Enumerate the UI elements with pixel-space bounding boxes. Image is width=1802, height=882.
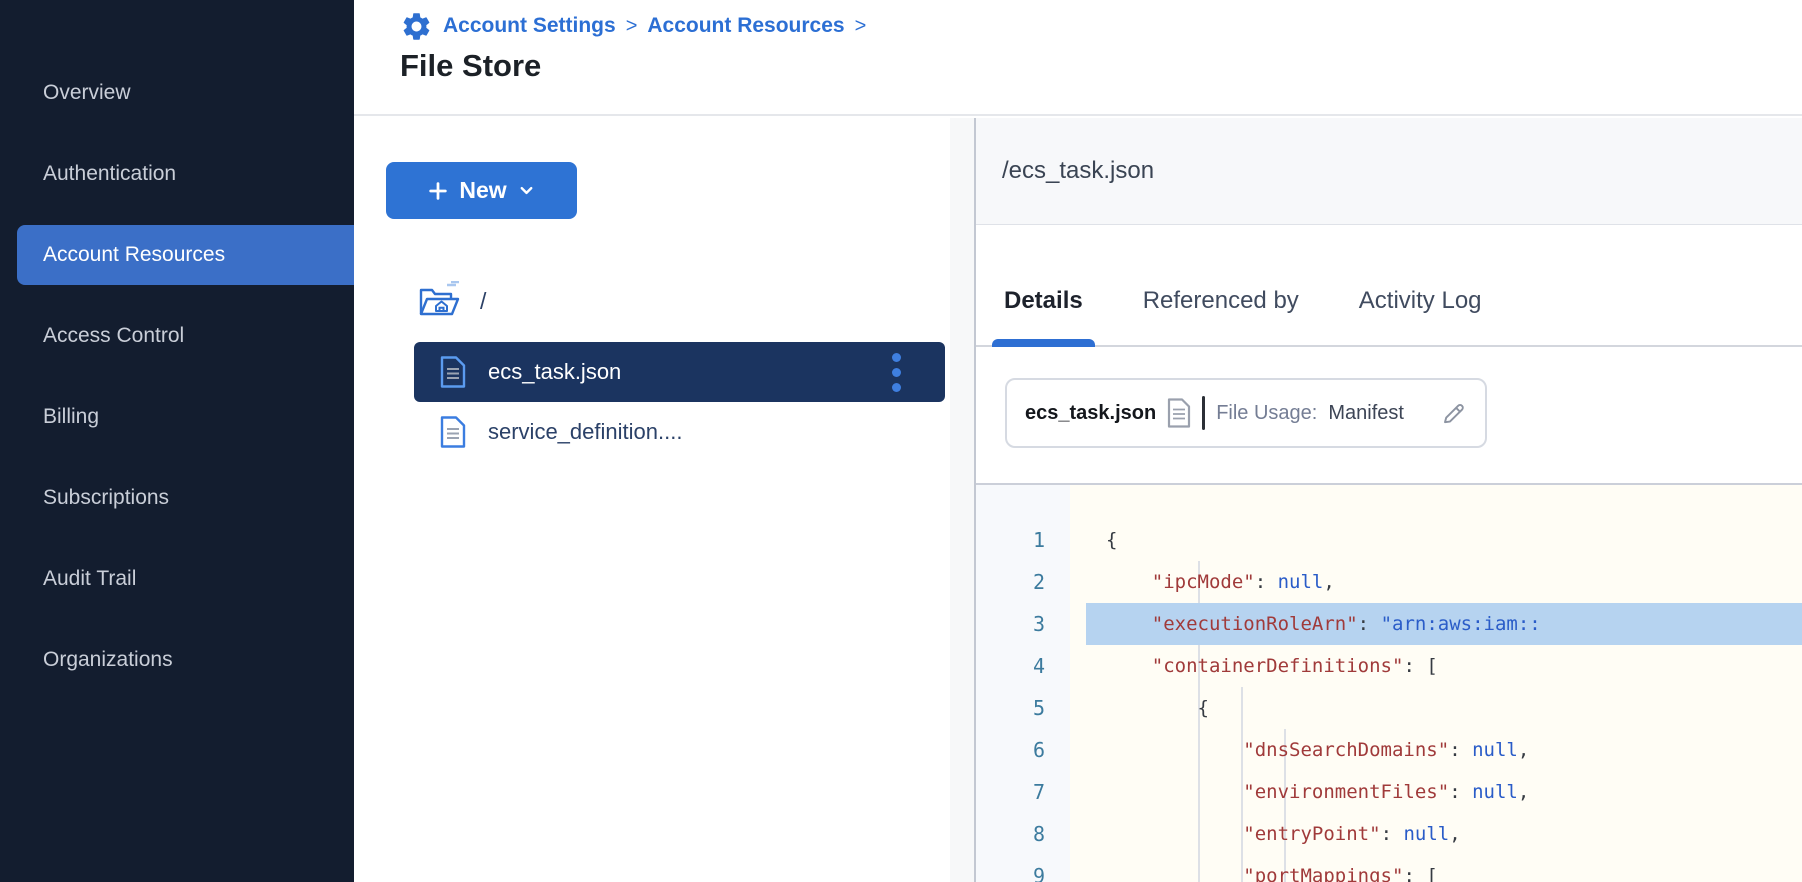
line-number: 7 [1032, 780, 1045, 804]
sidebar-item-billing[interactable]: Billing [17, 387, 354, 447]
sidebar-nav: Overview Authentication Account Resource… [0, 0, 354, 690]
sidebar-item-label: Access Control [43, 324, 185, 347]
root-folder-label: / [480, 287, 487, 314]
line-number: 8 [1032, 822, 1045, 846]
file-info-name: ecs_task.json [1025, 401, 1157, 424]
line-number: 9 [1032, 864, 1045, 882]
line-number: 1 [1032, 528, 1045, 552]
code-line-3: "executionRoleArn": "arn:aws:iam:: [1086, 603, 1802, 645]
sidebar-item-account-resources[interactable]: Account Resources [17, 225, 354, 285]
file-path-header: /ecs_task.json [976, 118, 1802, 225]
sidebar-item-audit-trail[interactable]: Audit Trail [17, 549, 354, 609]
line-number: 3 [1032, 612, 1045, 636]
sidebar-item-label: Account Resources [43, 243, 226, 266]
file-detail-panel: /ecs_task.json Details Referenced by Act… [976, 118, 1802, 882]
code-line-7: "environmentFiles": null, [1243, 781, 1530, 803]
document-icon [440, 356, 466, 388]
edit-usage-button[interactable] [1440, 400, 1467, 427]
indent-guide [1198, 561, 1200, 882]
sidebar-item-authentication[interactable]: Authentication [17, 144, 354, 204]
breadcrumb-separator: > [625, 14, 638, 37]
tab-label: Referenced by [1142, 287, 1299, 314]
file-row-service-definition[interactable]: service_definition.... [414, 402, 945, 462]
code-line-9: "portMappings": [ [1243, 865, 1438, 882]
folder-home-icon [419, 281, 460, 316]
line-number-gutter: 1 2 3 4 5 6 7 8 9 [976, 485, 1070, 882]
document-icon [440, 416, 466, 448]
breadcrumb-link-account-resources[interactable]: Account Resources [647, 14, 845, 37]
code-content: { "ipcMode": null, "executionRoleArn": "… [1070, 485, 1802, 882]
separator [1202, 396, 1206, 430]
plus-icon [429, 181, 448, 200]
code-lines: { "ipcMode": null, "executionRoleArn": "… [1070, 519, 1802, 882]
line-number: 2 [1032, 570, 1045, 594]
line-number: 6 [1032, 738, 1045, 762]
code-line-1: { [1106, 529, 1118, 551]
file-info-bar: ecs_task.json File Usage: Manifest [1005, 378, 1487, 448]
new-button[interactable]: New [386, 162, 577, 219]
file-usage-label: File Usage: [1216, 401, 1318, 424]
sidebar: Overview Authentication Account Resource… [0, 0, 354, 882]
page-title: File Store [400, 48, 542, 83]
new-button-label: New [459, 177, 507, 203]
gear-icon [403, 12, 430, 40]
chevron-down-icon [520, 186, 533, 195]
line-number: 4 [1032, 654, 1045, 678]
breadcrumb-separator: > [854, 14, 867, 37]
file-row-ecs-task-json[interactable]: ecs_task.json [414, 342, 945, 402]
sidebar-item-subscriptions[interactable]: Subscriptions [17, 468, 354, 528]
tab-label: Details [1004, 287, 1083, 314]
page-header: Account Settings > Account Resources > F… [354, 0, 1802, 116]
sidebar-item-label: Overview [43, 81, 131, 104]
indent-guide [1241, 687, 1243, 882]
code-line-6: "dnsSearchDomains": null, [1243, 739, 1530, 761]
tab-activity-log[interactable]: Activity Log [1359, 287, 1482, 315]
tab-label: Activity Log [1358, 287, 1482, 314]
sidebar-item-label: Subscriptions [43, 486, 170, 509]
code-line-8: "entryPoint": null, [1243, 823, 1461, 845]
breadcrumb-link-account-settings[interactable]: Account Settings [443, 14, 616, 37]
file-usage-value: Manifest [1328, 401, 1404, 424]
indent-guide [1284, 729, 1286, 882]
code-viewer: 1 2 3 4 5 6 7 8 9 { "ipcMode": null, "executionR… [976, 483, 1802, 882]
sidebar-item-label: Organizations [43, 648, 173, 671]
file-tree-panel: New / ecs_task.json [354, 118, 950, 882]
code-line-2: "ipcMode": null, [1151, 571, 1335, 593]
document-icon [1168, 398, 1191, 428]
sidebar-item-label: Authentication [43, 162, 177, 185]
root-folder-row[interactable]: / [416, 281, 486, 321]
code-line-5: { [1197, 697, 1209, 719]
code-line-4: "containerDefinitions": [ [1151, 655, 1438, 677]
file-path: /ecs_task.json [1002, 157, 1155, 184]
sidebar-item-overview[interactable]: Overview [17, 63, 354, 123]
file-name: ecs_task.json [488, 359, 622, 384]
sidebar-item-label: Audit Trail [43, 567, 137, 590]
sidebar-item-access-control[interactable]: Access Control [17, 306, 354, 366]
sidebar-item-label: Billing [43, 405, 100, 428]
tab-details[interactable]: Details [992, 287, 1095, 347]
tab-bar: Details Referenced by Activity Log [976, 225, 1802, 347]
panel-divider [950, 118, 976, 882]
kebab-menu-icon[interactable] [892, 352, 901, 392]
file-name: service_definition.... [488, 419, 683, 444]
tab-referenced-by[interactable]: Referenced by [1143, 287, 1299, 315]
file-list: ecs_task.json service_definition.... [414, 342, 945, 462]
pencil-icon [1444, 403, 1464, 423]
breadcrumb: Account Settings > Account Resources > [400, 8, 1802, 44]
line-number: 5 [1032, 696, 1045, 720]
sidebar-item-organizations[interactable]: Organizations [17, 630, 354, 690]
